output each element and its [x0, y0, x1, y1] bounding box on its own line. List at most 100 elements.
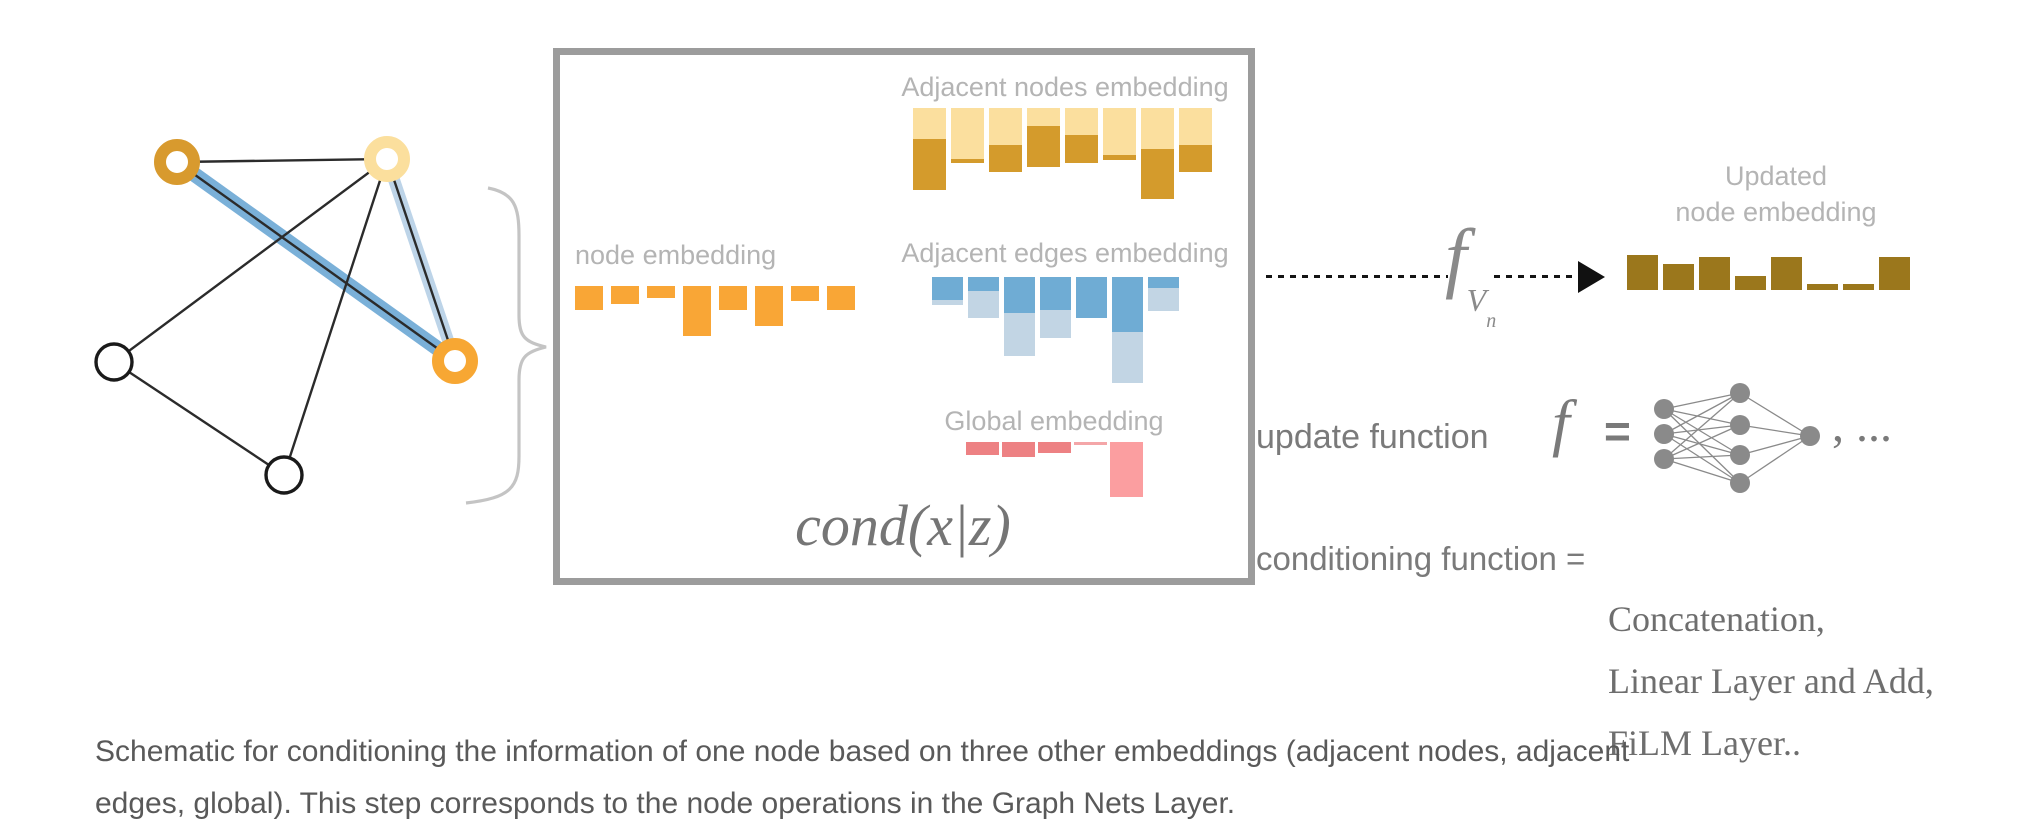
bar — [1141, 108, 1174, 199]
neural-network-icon — [1654, 383, 1820, 493]
bar — [1027, 108, 1060, 167]
edge-b-e — [282, 158, 389, 476]
edge-d-e — [113, 361, 285, 476]
bar-segment — [1627, 255, 1658, 290]
edge-b-d — [113, 158, 388, 363]
f-subscript-v: V — [1466, 282, 1487, 318]
graph-node-plain-2 — [264, 455, 304, 495]
graph-node-plain-1 — [94, 342, 134, 382]
bar — [1004, 277, 1035, 356]
bar — [575, 286, 603, 310]
bar — [1735, 276, 1766, 290]
bar — [989, 108, 1022, 172]
bar-segment — [827, 286, 855, 310]
bar — [1663, 264, 1694, 290]
bar — [1065, 108, 1098, 163]
bar — [755, 286, 783, 326]
bar-segment — [1771, 257, 1802, 290]
graph-edges — [113, 157, 457, 476]
graph-node-target — [154, 139, 200, 185]
bar-segment — [1004, 277, 1035, 313]
bar-segment — [1807, 284, 1838, 290]
caption-line2: edges, global). This step corresponds to… — [95, 787, 1236, 820]
conditioning-formula: cond(x|z) — [795, 493, 1011, 558]
conditioning-box — [553, 48, 1255, 585]
bar-segment — [1663, 264, 1694, 290]
bar-segment — [755, 286, 783, 326]
bar — [913, 108, 946, 190]
edge-a-c — [176, 161, 456, 362]
bar — [1076, 277, 1107, 318]
bar — [1103, 108, 1136, 160]
bar-segment — [1735, 276, 1766, 290]
transform-function-symbol: fVn — [1445, 212, 1496, 332]
bar — [647, 286, 675, 298]
bar — [1699, 257, 1730, 290]
bar-segment — [1112, 332, 1143, 383]
bar-segment — [1843, 284, 1874, 290]
bar-segment — [1110, 442, 1143, 497]
bar-segment — [1148, 277, 1179, 288]
bar — [719, 286, 747, 310]
equals-sign: = — [1604, 405, 1631, 457]
bar-segment — [791, 286, 819, 301]
bar-segment — [1040, 310, 1071, 338]
bar-segment — [1179, 108, 1212, 145]
updated-node-label-line1: Updated — [1724, 161, 1828, 191]
bar — [611, 286, 639, 304]
bar — [1038, 442, 1071, 453]
bar-segment — [932, 277, 963, 300]
bar-segment — [1040, 277, 1071, 310]
bar-segment — [932, 300, 963, 305]
bar — [951, 108, 984, 163]
bar-segment — [913, 108, 946, 139]
bar-segment — [1065, 135, 1098, 163]
bar-segment — [1004, 313, 1035, 356]
updated-node-label: Updated node embedding — [1620, 158, 1932, 230]
bar-segment — [1112, 277, 1143, 332]
update-function-label: update function — [1256, 418, 1489, 456]
bar — [683, 286, 711, 336]
conditioning-options: Concatenation, Linear Layer and Add, FiL… — [1608, 588, 1934, 774]
update-f-symbol: f — [1552, 387, 1570, 458]
bar-segment — [1141, 149, 1174, 199]
bar-segment — [1002, 442, 1035, 457]
bar-segment — [1038, 442, 1071, 453]
bar — [1179, 108, 1212, 172]
bar — [1148, 277, 1179, 311]
conditioning-option-2: Linear Layer and Add, — [1608, 661, 1934, 701]
bar — [1112, 277, 1143, 383]
ellipsis-text: , ... — [1832, 399, 1892, 452]
bar — [827, 286, 855, 310]
bar — [966, 442, 999, 455]
bar-segment — [683, 286, 711, 336]
bar-segment — [1027, 126, 1060, 167]
bar-segment — [989, 108, 1022, 145]
conditioning-option-3: FiLM Layer.. — [1608, 723, 1801, 763]
bar-segment — [1141, 108, 1174, 149]
bar-segment — [647, 286, 675, 298]
updated-node-bars — [1627, 230, 1915, 290]
arrowhead-icon — [1578, 261, 1605, 293]
bar-segment — [1074, 442, 1107, 445]
bar — [1110, 442, 1143, 497]
bar-segment — [1103, 155, 1136, 160]
updated-node-label-line2: node embedding — [1675, 197, 1877, 227]
bar-segment — [1699, 257, 1730, 290]
bar — [1879, 257, 1910, 290]
node-embedding-label: node embedding — [575, 240, 777, 270]
conditioning-function-label: conditioning function = — [1256, 540, 1586, 577]
bar-segment — [913, 139, 946, 190]
graph-node-neighbor-pale — [364, 136, 410, 182]
f-subscript-n: n — [1486, 310, 1497, 332]
global-embedding-label: Global embedding — [944, 406, 1164, 436]
f-symbol: f — [1445, 213, 1467, 300]
graph-node-neighbor-orange — [432, 338, 478, 384]
bar-segment — [1148, 288, 1179, 311]
bar — [1807, 284, 1838, 290]
dotted-arrow-line-left — [1266, 275, 1448, 278]
dotted-arrow-line-right — [1494, 275, 1578, 278]
bar — [1843, 284, 1874, 290]
global-embedding-bars — [966, 442, 1146, 497]
bar-segment — [968, 277, 999, 291]
